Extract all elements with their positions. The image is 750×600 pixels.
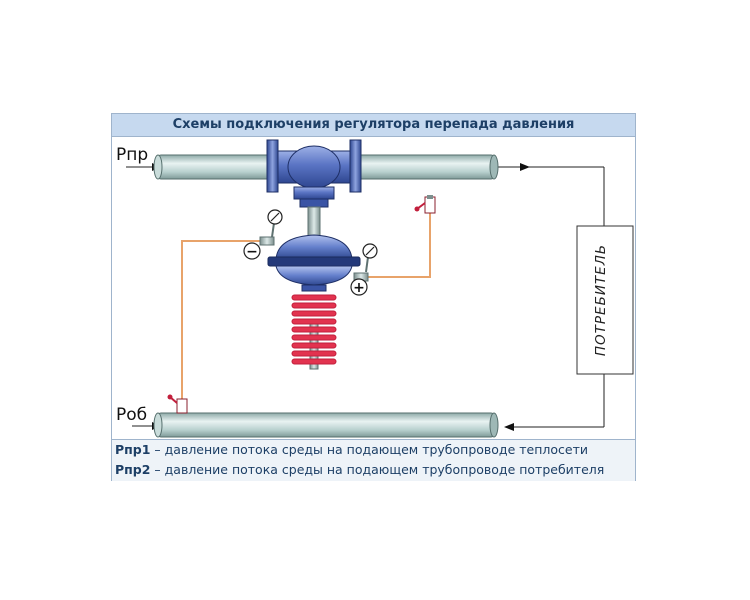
legend-text: – давление потока среды на подающем труб… [150, 442, 588, 457]
supply-pressure-label: Рпр [116, 145, 148, 165]
plus-marker: + [350, 278, 368, 296]
legend: Рпр1 – давление потока среды на подающем… [112, 439, 635, 481]
ball-valve-icon [414, 195, 436, 214]
svg-text:−: − [246, 244, 258, 260]
legend-item: Рпр2 – давление потока среды на подающем… [115, 460, 604, 480]
consumer-label: ПОТРЕБИТЕЛЬ [593, 244, 609, 356]
svg-text:+: + [353, 280, 365, 296]
diaphragm-actuator [267, 234, 361, 292]
return-pipe [153, 412, 499, 438]
ball-valve-icon [167, 394, 188, 414]
diagram-title: Схемы подключения регулятора перепада да… [112, 114, 635, 137]
connection-diagram-svg: − + ПОТРЕБИТЕЛЬ [116, 139, 634, 438]
consumer-box: ПОТРЕБИТЕЛЬ [576, 225, 634, 375]
impulse-lines [181, 209, 431, 403]
connection-diagram: − + ПОТРЕБИТЕЛЬ [112, 137, 635, 439]
fitting-minus [259, 236, 275, 246]
flow-lines [126, 166, 605, 428]
spring [291, 294, 337, 365]
legend-key: Рпр1 [115, 442, 151, 457]
pressure-gauge-icon [362, 243, 378, 273]
legend-item: Рпр1 – давление потока среды на подающем… [115, 440, 588, 460]
return-pressure-label: Роб [116, 405, 147, 425]
diagram-card: Схемы подключения регулятора перепада да… [111, 113, 636, 481]
legend-text: – давление потока среды на подающем труб… [150, 462, 605, 477]
minus-marker: − [243, 242, 261, 260]
valve-body [266, 139, 362, 208]
flow-arrows [152, 163, 530, 431]
legend-key: Рпр2 [115, 462, 151, 477]
pressure-gauge-icon [267, 209, 283, 238]
